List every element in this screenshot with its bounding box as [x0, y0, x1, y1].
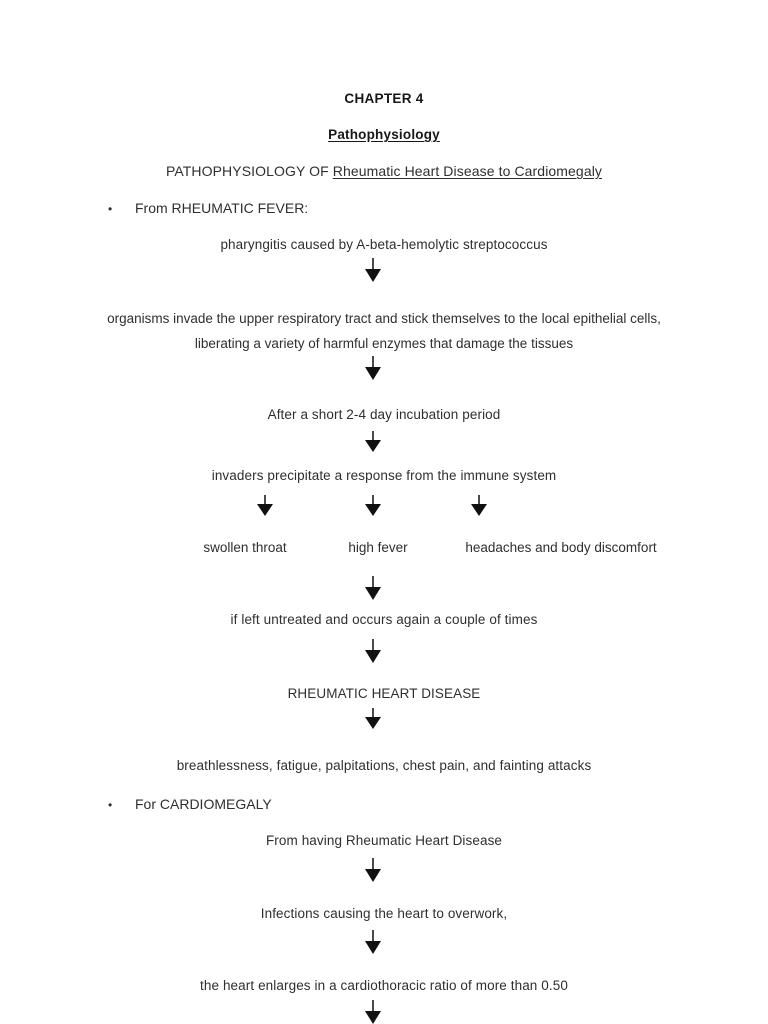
arrow-down-icon: [362, 708, 384, 730]
chapter-title: CHAPTER 4: [344, 91, 424, 106]
flow-step-organisms-invade-line2: liberating a variety of harmful enzymes …: [194, 336, 574, 351]
bullet-item-rheumatic-fever: • From RHEUMATIC FEVER:: [108, 199, 308, 218]
arrow-down-icon-branch-right: [468, 495, 490, 517]
arrow-down-icon: [362, 639, 384, 663]
arrow-down-icon: [362, 356, 384, 380]
subject-underlined: Rheumatic Heart Disease to Cardiomegaly: [332, 163, 603, 179]
bullet-marker-icon: •: [108, 798, 113, 812]
flow-branch-swollen-throat: swollen throat: [203, 540, 287, 555]
arrow-down-icon: [362, 576, 384, 600]
arrow-down-icon: [362, 930, 384, 954]
flow-step-pharyngitis: pharyngitis caused by A-beta-hemolytic s…: [220, 237, 548, 252]
bullet-item-cardiomegaly: • For CARDIOMEGALY: [108, 795, 272, 814]
flow-step-from-rheumatic-heart-disease: From having Rheumatic Heart Disease: [265, 833, 503, 848]
flow-branch-high-fever: high fever: [348, 540, 408, 555]
flow-step-organisms-invade: organisms invade the upper respiratory t…: [0, 306, 768, 356]
arrow-down-icon-branch-center: [362, 495, 384, 517]
subject-line: PATHOPHYSIOLOGY OF Rheumatic Heart Disea…: [0, 163, 768, 180]
flow-step-incubation-period: After a short 2-4 day incubation period: [267, 407, 501, 422]
section-heading: Pathophysiology: [328, 127, 440, 142]
flow-step-organisms-invade-line1: organisms invade the upper respiratory t…: [107, 311, 661, 326]
arrow-down-icon-branch-left: [254, 495, 276, 517]
bullet-label-cardiomegaly: For CARDIOMEGALY: [135, 796, 272, 812]
flow-step-rheumatic-heart-disease: RHEUMATIC HEART DISEASE: [287, 686, 481, 701]
arrow-down-icon: [362, 858, 384, 882]
arrow-down-icon: [362, 258, 384, 282]
flow-step-infections-overwork: Infections causing the heart to overwork…: [260, 906, 508, 921]
flow-step-untreated-recurrence: if left untreated and occurs again a cou…: [230, 612, 538, 627]
flow-step-heart-enlarges: the heart enlarges in a cardiothoracic r…: [200, 978, 568, 993]
subject-prefix: PATHOPHYSIOLOGY OF: [165, 163, 333, 179]
bullet-label-rheumatic-fever: From RHEUMATIC FEVER:: [135, 200, 309, 216]
bullet-marker-icon: •: [108, 202, 113, 216]
flow-step-immune-response: invaders precipitate a response from the…: [211, 468, 557, 483]
flow-branch-headaches: headaches and body discomfort: [465, 540, 657, 555]
arrow-down-icon-truncated: [362, 1000, 384, 1024]
arrow-down-icon: [362, 431, 384, 453]
flow-step-symptoms: breathlessness, fatigue, palpitations, c…: [176, 758, 592, 773]
